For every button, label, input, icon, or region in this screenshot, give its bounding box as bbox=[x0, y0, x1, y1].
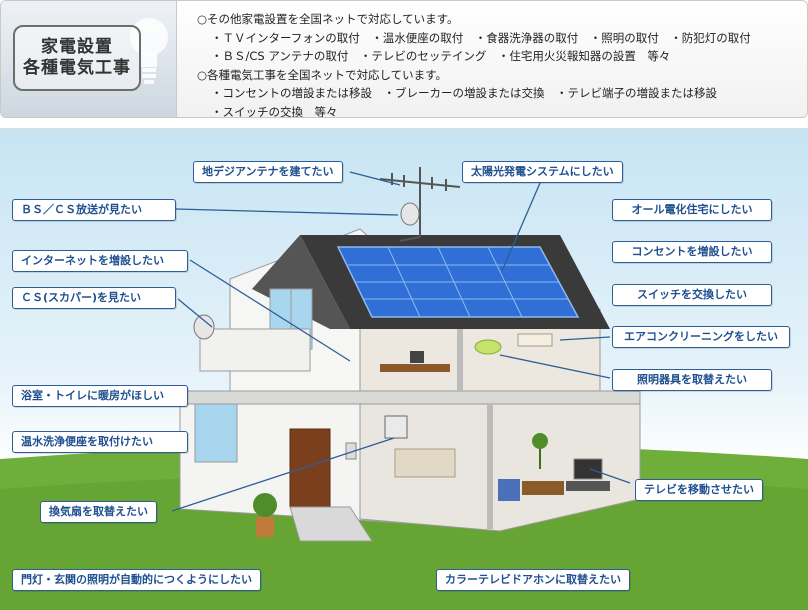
label-lighting[interactable]: 照明器具を取替えたい bbox=[612, 369, 772, 391]
category-badge: 家電設置 各種電気工事 bbox=[1, 1, 177, 117]
service-heading-appliances: ○その他家電設置を全国ネットで対応しています。 bbox=[197, 12, 459, 26]
desk bbox=[380, 364, 450, 372]
house-illustration: 地デジアンテナを建てたい 太陽光発電システムにしたい ＢＳ／ＣＳ放送が見たい イ… bbox=[0, 128, 808, 610]
header-panel: 家電設置 各種電気工事 ○その他家電設置を全国ネットで対応しています。 ・ＴＶイ… bbox=[0, 0, 808, 118]
label-aircon-cleaning[interactable]: エアコンクリーニングをしたい bbox=[612, 326, 790, 348]
service-list-appliances-1: ・ＴＶインターフォンの取付 ・温水便座の取付 ・食器洗浄器の取付 ・照明の取付 … bbox=[211, 30, 751, 45]
cs-dish bbox=[193, 314, 215, 340]
service-list-appliances-2: ・ＢＳ/CS アンテナの取付 ・テレビのセッテイング ・住宅用火災報知器の設置 … bbox=[211, 49, 671, 63]
service-list-electrical-1: ・コンセントの増設または移設 ・ブレーカーの増設または交換 ・テレビ端子の増設ま… bbox=[211, 86, 717, 100]
tv-stand bbox=[566, 481, 610, 491]
kitchen-counter bbox=[394, 448, 456, 478]
label-solar-power[interactable]: 太陽光発電システムにしたい bbox=[462, 161, 623, 183]
ventilation-fan bbox=[384, 415, 408, 439]
label-bs-cs-broadcast[interactable]: ＢＳ／ＣＳ放送が見たい bbox=[12, 199, 176, 221]
label-switch[interactable]: スイッチを交換したい bbox=[612, 284, 772, 306]
label-cs-skyperfect[interactable]: ＣＳ(スカパー)を見たい bbox=[12, 287, 176, 309]
roof-gable bbox=[252, 235, 350, 329]
label-tv-move[interactable]: テレビを移動させたい bbox=[635, 479, 763, 501]
label-outlet[interactable]: コンセントを増設したい bbox=[612, 241, 772, 263]
label-internet[interactable]: インターネットを増設したい bbox=[12, 250, 188, 272]
sofa bbox=[498, 479, 520, 501]
service-list-electrical-2: ・スイッチの交換 等々 bbox=[211, 104, 338, 118]
air-conditioner bbox=[517, 333, 553, 347]
label-washlet[interactable]: 温水洗浄便座を取付けたい bbox=[12, 431, 188, 453]
lower-window bbox=[194, 403, 238, 463]
front-door bbox=[289, 428, 331, 508]
balcony-rail bbox=[199, 328, 311, 372]
badge-title-line1: 家電設置 bbox=[41, 37, 113, 57]
floor-slab bbox=[179, 390, 641, 405]
flower-pot bbox=[256, 517, 274, 537]
leader-lines bbox=[171, 171, 631, 512]
entrance-steps bbox=[289, 506, 373, 542]
solar-panel bbox=[336, 246, 580, 318]
badge-title-line2: 各種電気工事 bbox=[23, 58, 131, 78]
label-bath-heater[interactable]: 浴室・トイレに暖房がほしい bbox=[12, 385, 188, 407]
coffee-table bbox=[522, 481, 564, 495]
label-gate-light[interactable]: 門灯・玄関の照明が自動的につくようにしたい bbox=[12, 569, 261, 591]
service-description: ○その他家電設置を全国ネットで対応しています。 ・ＴＶインターフォンの取付 ・温… bbox=[197, 10, 751, 118]
badge-title: 家電設置 各種電気工事 bbox=[13, 25, 141, 91]
television bbox=[573, 458, 603, 480]
computer bbox=[410, 351, 424, 363]
label-all-electric[interactable]: オール電化住宅にしたい bbox=[612, 199, 772, 221]
ceiling-lamp bbox=[474, 339, 502, 355]
label-ventilation-fan[interactable]: 換気扇を取替えたい bbox=[40, 501, 157, 523]
tv-antenna bbox=[379, 167, 461, 242]
indoor-plant bbox=[532, 433, 548, 469]
pot-plant bbox=[253, 493, 277, 517]
bs-dish bbox=[400, 202, 420, 226]
label-intercom[interactable]: カラーテレビドアホンに取替えたい bbox=[436, 569, 630, 591]
service-heading-electrical: ○各種電気工事を全国ネットで対応しています。 bbox=[197, 67, 448, 82]
label-digital-antenna[interactable]: 地デジアンテナを建てたい bbox=[193, 161, 343, 183]
